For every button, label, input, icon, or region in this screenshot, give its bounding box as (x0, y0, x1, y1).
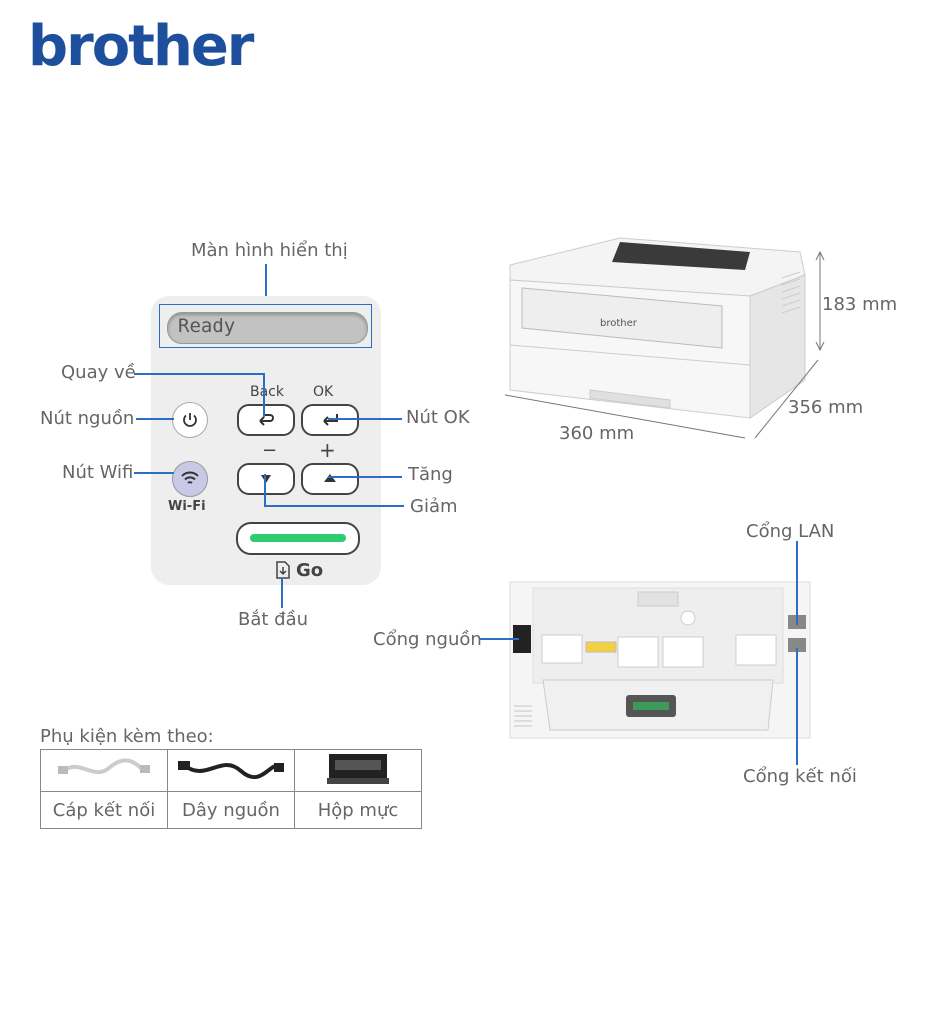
triangle-up-icon (324, 474, 336, 482)
back-button[interactable] (237, 404, 295, 436)
plus-label: + (319, 438, 336, 462)
toner-cell (294, 749, 422, 792)
usb-cable-label: Cáp kết nối (40, 791, 168, 829)
accessories-table: Cáp kết nối Dây nguồn Hộp mực (40, 749, 422, 829)
ok-label: OK (313, 384, 334, 400)
power-port-callout: Cổng nguồn (373, 629, 482, 650)
lcd-display: Ready (167, 312, 368, 344)
display-callout-line (265, 264, 267, 304)
back-callout: Quay về (61, 362, 136, 383)
down-callout-line-h (264, 505, 404, 507)
back-arrow-icon (259, 414, 274, 426)
usb-cable-icon (58, 758, 150, 775)
down-callout-line-v (264, 474, 266, 506)
power-port-callout-line (479, 638, 519, 640)
dimension-lines (504, 250, 825, 439)
back-callout-line-h (134, 373, 264, 375)
brother-logo: brother (28, 14, 254, 79)
power-cord-cell (167, 749, 295, 792)
document-icon (276, 561, 290, 579)
power-icon (183, 413, 197, 427)
depth-dimension: 356 mm (788, 397, 864, 418)
display-label: Màn hình hiển thị (191, 240, 348, 261)
wifi-icon (181, 471, 199, 484)
toner-cartridge-icon (327, 754, 389, 784)
back-label: Back (250, 384, 284, 400)
up-callout-line (328, 476, 402, 478)
lan-callout-line (796, 541, 798, 625)
go-button[interactable] (236, 522, 360, 555)
toner-label: Hộp mực (294, 791, 422, 829)
lan-port-callout: Cổng LAN (746, 521, 835, 542)
power-button[interactable] (172, 402, 208, 438)
minus-label: − (262, 440, 278, 461)
go-led-bar (250, 534, 346, 542)
power-callout: Nút nguồn (40, 408, 135, 429)
go-callout-line (281, 578, 283, 608)
printer-back-image (509, 581, 811, 739)
ok-callout-line (328, 418, 402, 420)
triangle-down-icon (261, 475, 271, 483)
wifi-callout: Nút Wifi (62, 462, 134, 483)
wifi-button[interactable] (172, 461, 208, 497)
up-callout: Tăng (408, 464, 453, 485)
wifi-callout-line (134, 472, 174, 474)
usb-callout-line (796, 648, 798, 765)
usb-cable-cell (40, 749, 168, 792)
usb-port-callout: Cổng kết nối (743, 766, 857, 787)
down-callout: Giảm (410, 496, 458, 517)
printer-front-image: brother (509, 237, 806, 419)
svg-text:brother: brother (600, 318, 638, 329)
up-button[interactable] (301, 463, 359, 495)
back-callout-line-v (263, 373, 265, 417)
accessories-title: Phụ kiện kèm theo: (40, 726, 214, 747)
enter-icon (323, 414, 338, 426)
wifi-label: Wi-Fi (168, 499, 206, 514)
down-button[interactable] (237, 463, 295, 495)
power-callout-line (136, 418, 174, 420)
width-dimension: 360 mm (559, 423, 635, 444)
go-callout: Bắt đầu (238, 609, 309, 630)
height-dimension: 183 mm (822, 294, 898, 315)
power-cord-label: Dây nguồn (167, 791, 295, 829)
go-label: Go (296, 560, 324, 581)
power-cord-icon (178, 761, 284, 780)
lcd-text: Ready (178, 315, 236, 337)
ok-button[interactable] (301, 404, 359, 436)
ok-callout: Nút OK (406, 407, 470, 428)
lcd-highlight-box (159, 304, 372, 348)
